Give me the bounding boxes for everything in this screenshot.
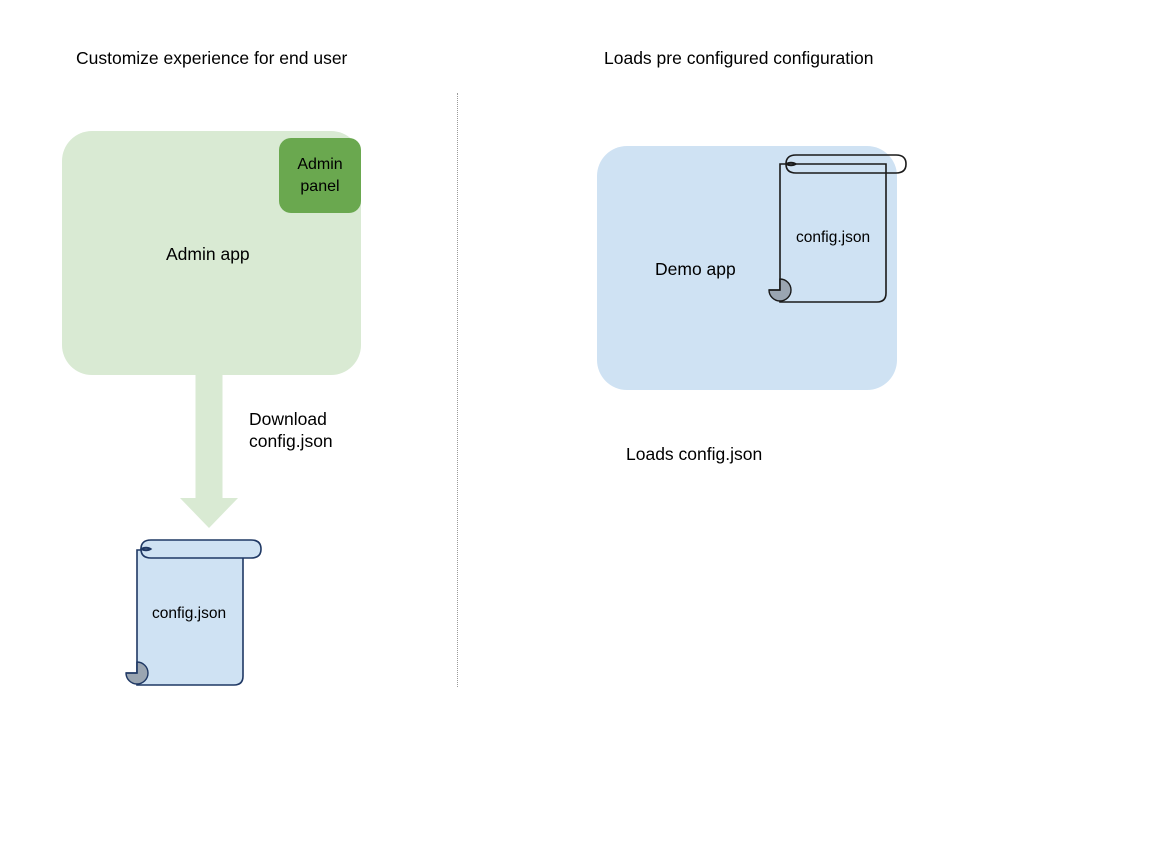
admin-panel-label: Admin panel: [297, 154, 342, 198]
admin-panel-chip[interactable]: Admin panel: [279, 138, 361, 213]
column-divider: [457, 93, 459, 687]
download-arrow-icon: [180, 372, 238, 528]
left-column-title: Customize experience for end user: [76, 48, 348, 68]
right-column-title: Loads pre configured configuration: [604, 48, 874, 68]
download-arrow-label-line2: config.json: [249, 431, 333, 451]
config-json-label-left: config.json: [152, 605, 227, 622]
demo-app-box[interactable]: [597, 146, 897, 390]
config-json-document-left[interactable]: [118, 528, 268, 693]
admin-app-label: Admin app: [166, 244, 250, 264]
config-json-document-right[interactable]: [762, 150, 914, 310]
config-json-label-right: config.json: [796, 229, 871, 246]
download-arrow-label-line1: Download: [249, 409, 327, 429]
admin-panel-label-line2: panel: [300, 177, 340, 195]
admin-panel-label-line1: Admin: [297, 155, 343, 173]
demo-app-label: Demo app: [655, 259, 736, 279]
loads-config-caption: Loads config.json: [626, 444, 763, 464]
download-arrow-label: Download config.json: [249, 408, 333, 452]
